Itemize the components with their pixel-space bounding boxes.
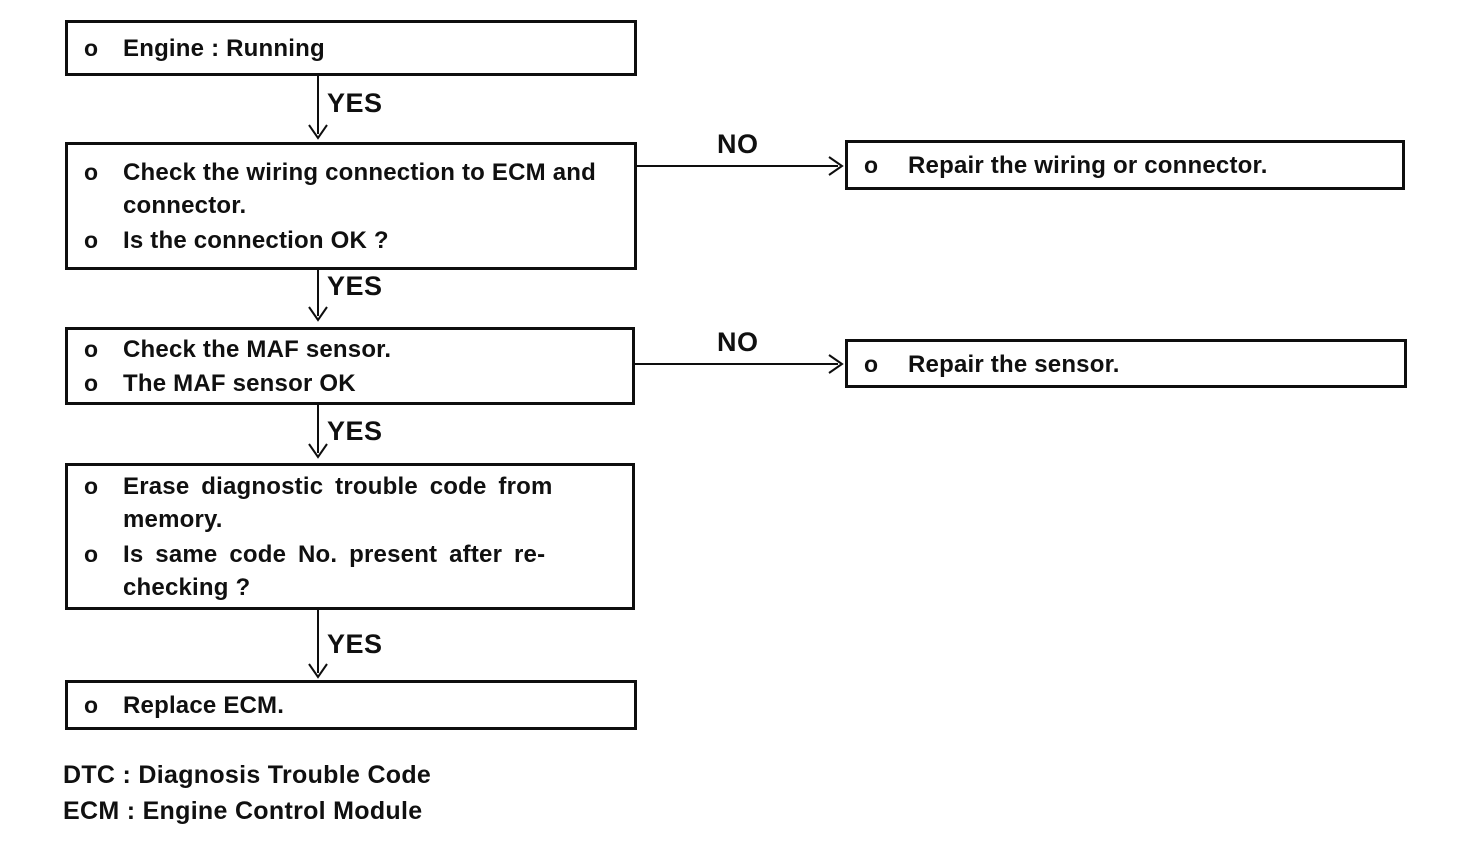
flow-node-erase-dtc: o Erase diagnostic trouble code from mem… — [65, 463, 635, 610]
edge-yes-4-arrow — [308, 609, 328, 679]
node-line-text: The MAF sensor OK — [123, 370, 356, 397]
node-line-row: o Is same code No. present after re- — [68, 537, 632, 571]
node-line-row: checking ? — [68, 571, 632, 605]
node-line-row: o Repair the wiring or connector. — [848, 148, 1402, 182]
edge-label-yes-3: YES — [327, 416, 383, 446]
flow-node-engine-running: o Engine : Running — [65, 20, 637, 76]
bullet-marker: o — [84, 159, 99, 185]
arrowhead-down-icon — [308, 443, 328, 459]
bullet-marker: o — [84, 472, 99, 499]
edge-label-yes-1: YES — [327, 88, 383, 118]
node-line-text: Repair the wiring or connector. — [908, 152, 1268, 179]
flow-node-repair-sensor: o Repair the sensor. — [845, 339, 1407, 388]
node-line-text: Check the wiring connection to ECM and — [123, 159, 596, 186]
node-line-text: Erase diagnostic trouble code from — [123, 472, 553, 500]
bullet-marker: o — [864, 152, 879, 178]
node-line-text: Repair the sensor. — [908, 350, 1120, 378]
flow-node-check-maf-sensor: o Check the MAF sensor. o The MAF sensor… — [65, 327, 635, 405]
footnote-ecm: ECM : Engine Control Module — [63, 797, 423, 825]
bullet-marker: o — [84, 692, 99, 718]
node-line-row: o Check the MAF sensor. — [68, 332, 632, 366]
bullet-marker: o — [864, 350, 879, 377]
node-line-row: o Repair the sensor. — [848, 347, 1404, 381]
bullet-marker: o — [84, 227, 99, 253]
edge-no-1-arrow — [637, 156, 844, 176]
edge-no-2-arrow — [635, 354, 844, 374]
arrowhead-down-icon — [308, 306, 328, 322]
node-line-text: Is the connection OK ? — [123, 227, 389, 254]
footnotes: DTC : Diagnosis Trouble Code ECM : Engin… — [63, 757, 431, 829]
edge-label-yes-4: YES — [327, 629, 383, 659]
edge-yes-3-arrow — [308, 404, 328, 459]
arrowhead-right-icon — [828, 354, 844, 374]
edge-yes-2-arrow — [308, 269, 328, 322]
flow-node-repair-wiring-or-connector: o Repair the wiring or connector. — [845, 140, 1405, 190]
arrowhead-down-icon — [308, 663, 328, 679]
arrowhead-right-icon — [828, 156, 844, 176]
bullet-marker: o — [84, 540, 99, 567]
arrowhead-down-icon — [308, 124, 328, 140]
node-line-row: o Replace ECM. — [68, 688, 634, 722]
node-line-text: connector. — [123, 192, 247, 219]
node-line-row: o Check the wiring connection to ECM and — [68, 155, 634, 189]
edge-yes-1-arrow — [308, 76, 328, 140]
edge-label-no-1: NO — [717, 129, 759, 159]
flow-node-check-wiring-connection: o Check the wiring connection to ECM and… — [65, 142, 637, 270]
footnote-dtc: DTC : Diagnosis Trouble Code — [63, 761, 432, 789]
bullet-marker: o — [84, 370, 99, 396]
bullet-marker: o — [84, 336, 99, 362]
bullet-marker: o — [84, 35, 99, 61]
node-line-text: Is same code No. present after re- — [123, 540, 546, 568]
node-line-text: checking ? — [123, 573, 251, 601]
node-line-row: o Is the connection OK ? — [68, 223, 634, 257]
node-line-text: Check the MAF sensor. — [123, 336, 392, 363]
node-line-row: o The MAF sensor OK — [68, 366, 632, 400]
node-line-text: memory. — [123, 505, 223, 533]
node-line-row: o Engine : Running — [68, 31, 634, 65]
edge-label-no-2: NO — [717, 327, 759, 357]
node-line-text: Replace ECM. — [123, 692, 285, 719]
edge-label-yes-2: YES — [327, 271, 383, 301]
node-line-text: Engine : Running — [123, 35, 325, 62]
node-line-row: o Erase diagnostic trouble code from — [68, 469, 632, 503]
flow-node-replace-ecm: o Replace ECM. — [65, 680, 637, 730]
node-line-row: connector. — [68, 189, 634, 223]
node-line-row: memory. — [68, 503, 632, 537]
